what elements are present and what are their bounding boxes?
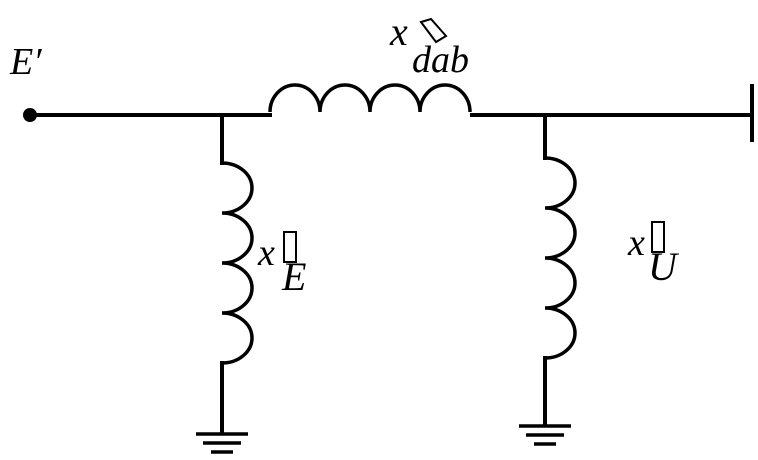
left-subscript-glyph xyxy=(283,231,297,263)
series-reactance-x: x xyxy=(389,9,408,54)
left-reactance-x: x xyxy=(257,232,275,274)
left-ground-symbol xyxy=(196,432,248,454)
right-reactance-x: x xyxy=(627,222,645,264)
series-inductor xyxy=(268,83,472,113)
left-shunt-inductor xyxy=(221,161,254,365)
left-reactance-subscript: E xyxy=(281,254,306,299)
right-shunt-inductor xyxy=(544,156,577,360)
series-subscript-glyph xyxy=(419,17,448,44)
source-label: E′ xyxy=(9,41,42,83)
series-reactance-subscript: dab xyxy=(412,39,469,81)
right-ground-symbol xyxy=(519,424,571,446)
right-subscript-glyph xyxy=(651,221,665,253)
right-reactance-subscript: U xyxy=(648,244,680,289)
